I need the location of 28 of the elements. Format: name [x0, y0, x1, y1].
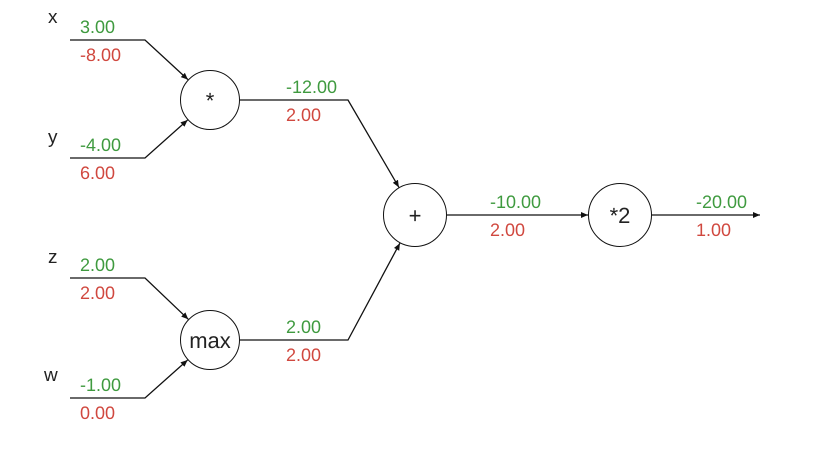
- value-label: 2.00: [80, 256, 116, 274]
- input-label: z: [48, 248, 70, 278]
- input-label: w: [44, 366, 70, 398]
- value-label: -1.00: [80, 376, 122, 394]
- input-label: x: [48, 8, 70, 40]
- arrow: [652, 212, 760, 218]
- value-label: -20.00: [696, 193, 748, 211]
- value-label: -4.00: [80, 136, 122, 154]
- gradient-label: 0.00: [80, 404, 116, 422]
- gradient-label: 2.00: [286, 106, 322, 124]
- arrow: [70, 359, 188, 399]
- arrow: [70, 119, 188, 159]
- arrow: [240, 99, 400, 188]
- gradient-label: 2.00: [286, 346, 322, 364]
- gradient-label: 6.00: [80, 164, 116, 182]
- value-label: 3.00: [80, 18, 116, 36]
- arrow: [447, 212, 588, 218]
- arrow: [70, 39, 188, 80]
- arrow: [70, 277, 189, 320]
- value-label: 2.00: [286, 318, 322, 336]
- gradient-label: 1.00: [696, 221, 732, 239]
- gradient-label: 2.00: [490, 221, 526, 239]
- gradient-label: 2.00: [80, 284, 116, 302]
- value-label: -12.00: [286, 78, 338, 96]
- input-label: y: [48, 128, 70, 158]
- arrow: [240, 242, 400, 341]
- value-label: -10.00: [490, 193, 542, 211]
- gradient-label: -8.00: [80, 46, 122, 64]
